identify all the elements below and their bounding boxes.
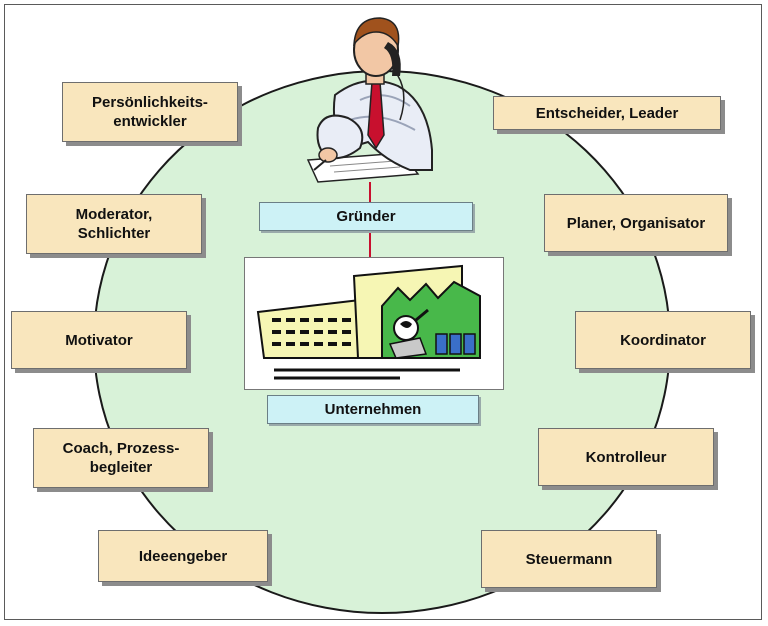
role-box-helmsman: Steuermann bbox=[481, 530, 657, 588]
role-box-motivator: Motivator bbox=[11, 311, 187, 369]
role-box-personality-developer: Persönlichkeits- entwickler bbox=[62, 82, 238, 142]
role-text: Moderator, bbox=[75, 206, 153, 223]
role-text: begleiter bbox=[89, 459, 153, 476]
role-box-coach: Coach, Prozess- begleiter bbox=[33, 428, 209, 488]
role-text: Persönlichkeits- bbox=[92, 94, 208, 111]
role-box-coordinator: Koordinator bbox=[575, 311, 751, 369]
role-text: Entscheider, Leader bbox=[535, 104, 679, 122]
role-text: Coach, Prozess- bbox=[62, 440, 180, 457]
factory-illustration bbox=[256, 264, 481, 380]
role-box-controller: Kontrolleur bbox=[538, 428, 714, 486]
role-text: Motivator bbox=[65, 331, 133, 349]
role-text: Schlichter bbox=[77, 225, 151, 242]
role-text: entwickler bbox=[113, 113, 187, 130]
role-box-decision-maker: Entscheider, Leader bbox=[493, 96, 721, 130]
company-label-text: Unternehmen bbox=[324, 401, 422, 418]
founder-connector-bottom bbox=[369, 231, 371, 257]
role-text: Planer, Organisator bbox=[566, 214, 706, 232]
role-text: Ideeengeber bbox=[138, 547, 228, 565]
role-box-idea-giver: Ideeengeber bbox=[98, 530, 268, 582]
role-text: Steuermann bbox=[525, 550, 613, 568]
founder-illustration bbox=[306, 17, 433, 183]
company-label: Unternehmen bbox=[267, 395, 479, 424]
founder-connector-top bbox=[369, 182, 371, 202]
founder-label-text: Gründer bbox=[336, 208, 396, 225]
role-text: Koordinator bbox=[620, 331, 706, 349]
role-text: Kontrolleur bbox=[585, 448, 667, 466]
role-box-moderator: Moderator, Schlichter bbox=[26, 194, 202, 254]
founder-label: Gründer bbox=[259, 202, 473, 231]
role-box-planner: Planer, Organisator bbox=[544, 194, 728, 252]
